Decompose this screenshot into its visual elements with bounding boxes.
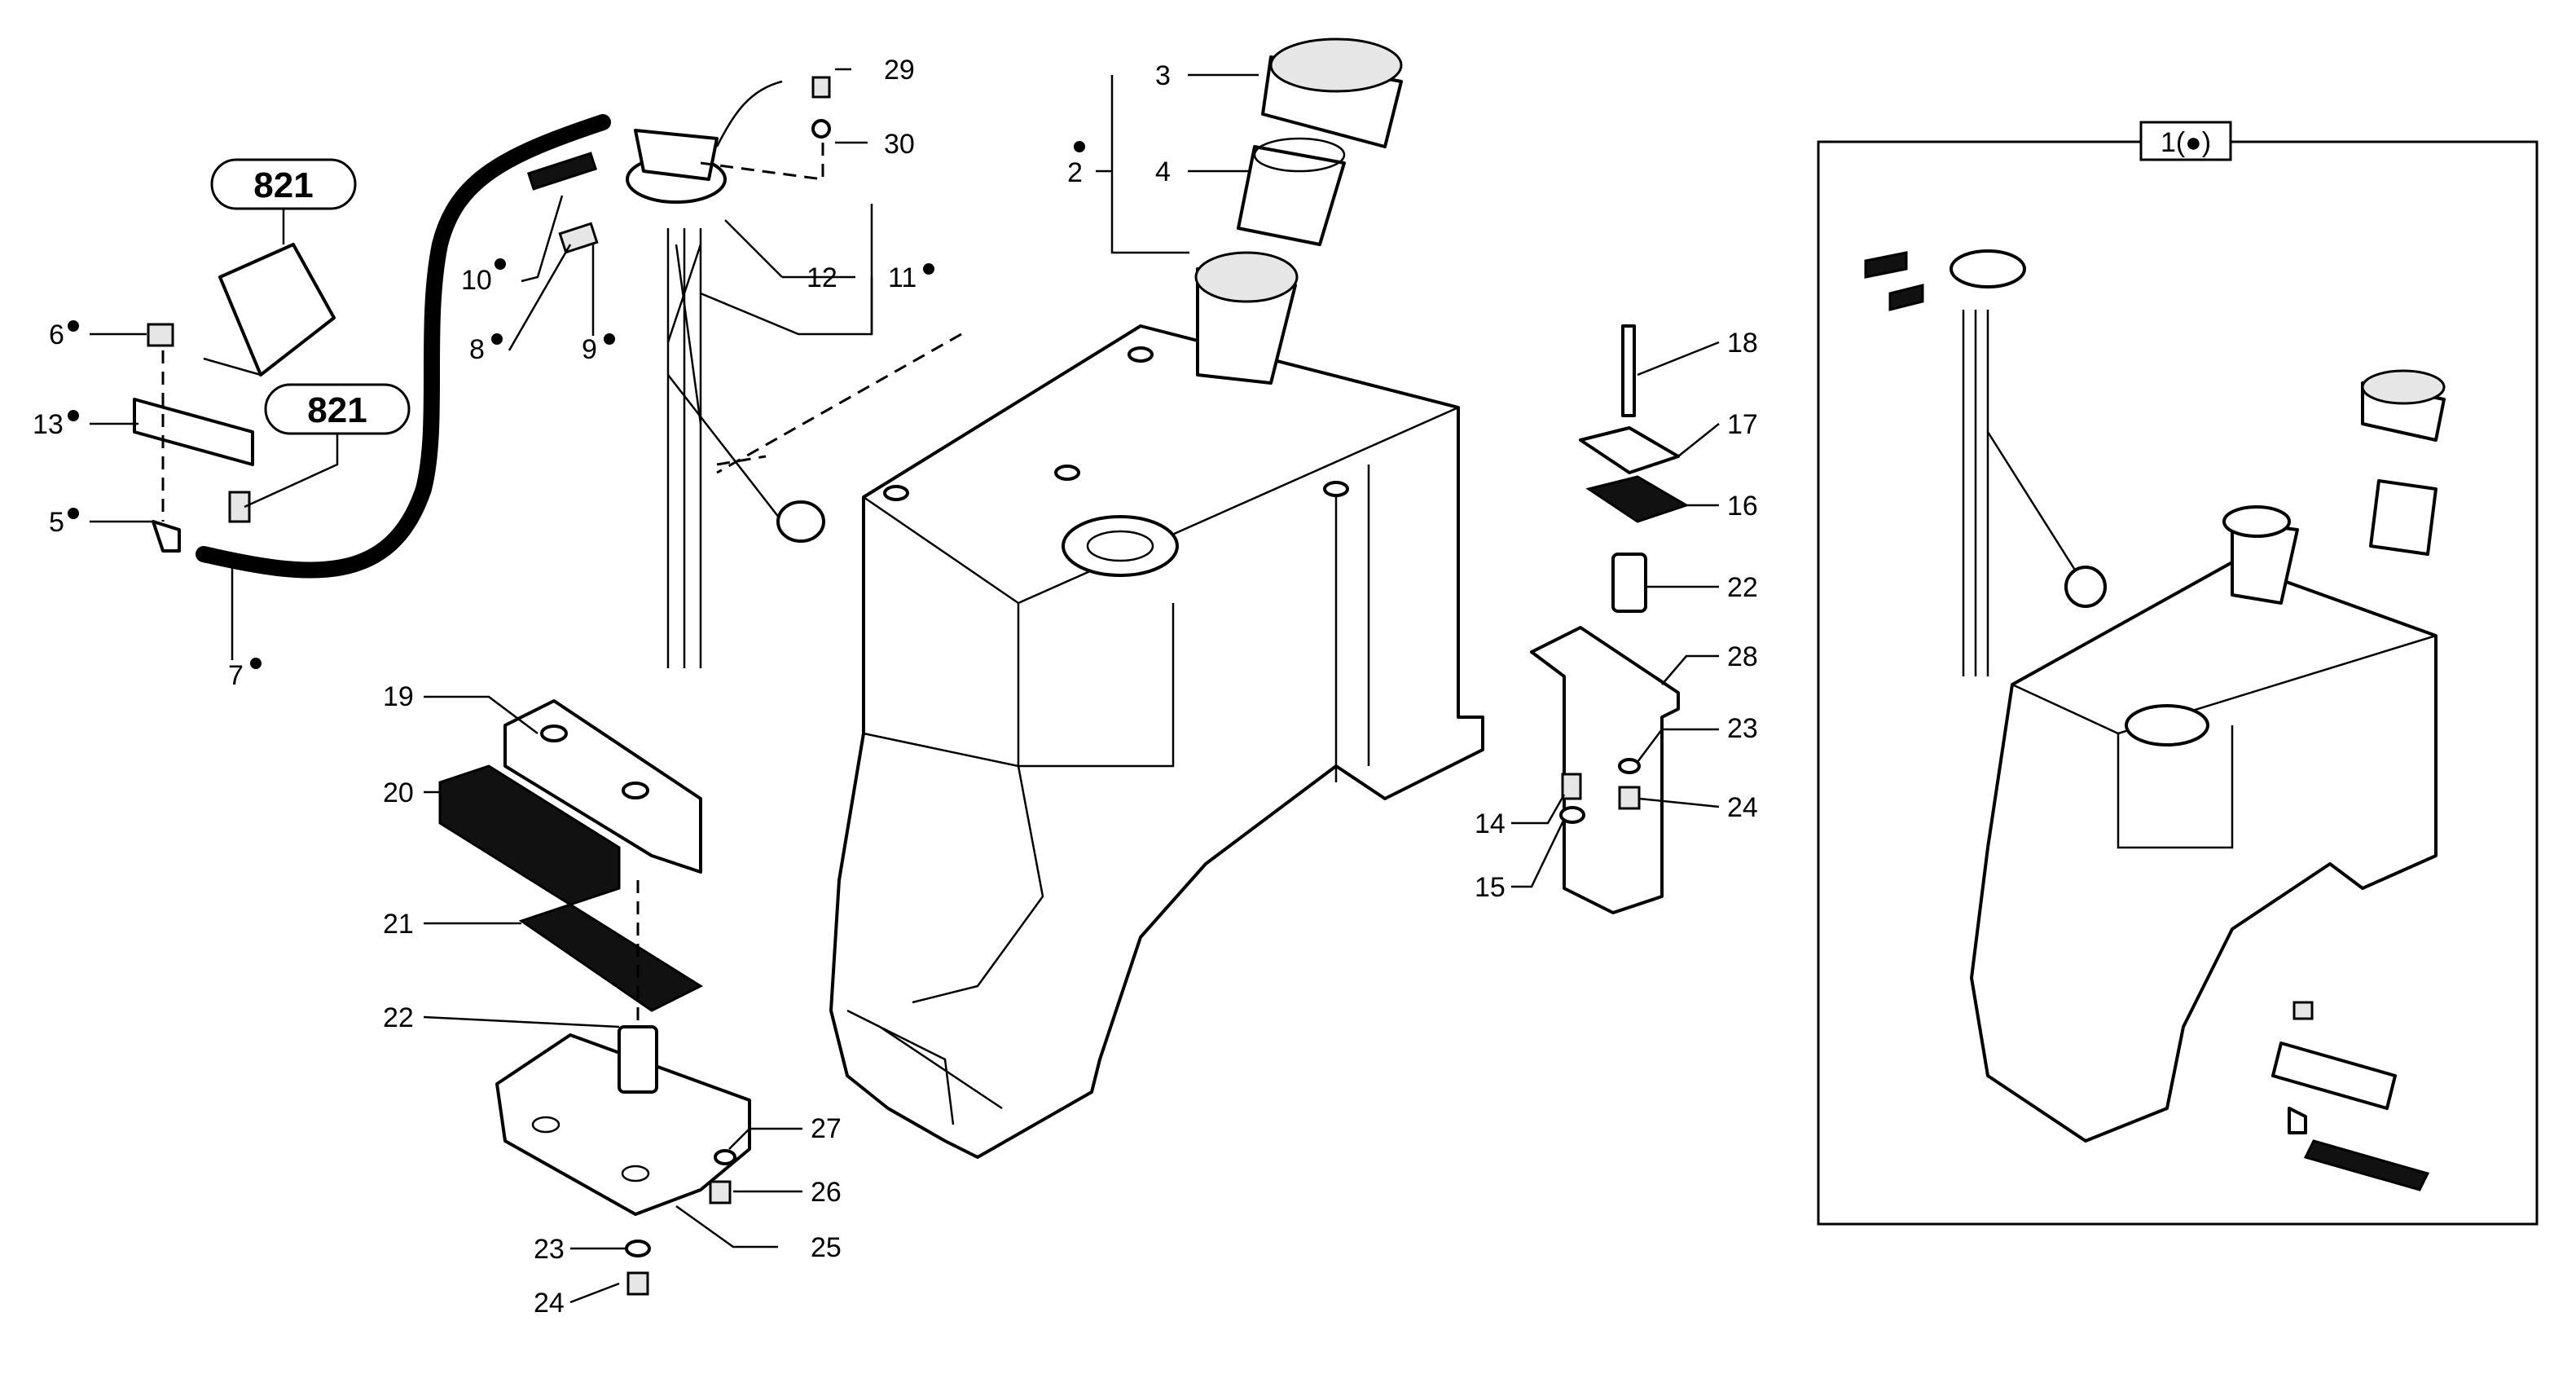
hose-piece-10 bbox=[526, 152, 598, 191]
reference-badge-2: 821 bbox=[264, 383, 411, 435]
rubber-pad-20 bbox=[438, 764, 621, 906]
plate-17 bbox=[1579, 426, 1680, 474]
callout-28: 28 bbox=[1727, 641, 1758, 672]
assembly-inset bbox=[1817, 121, 2539, 1226]
dot-9 bbox=[604, 333, 615, 345]
fuel-level-sender bbox=[626, 80, 825, 668]
callout-20: 20 bbox=[383, 777, 414, 808]
washer-23a bbox=[625, 1240, 651, 1257]
callout-23: 23 bbox=[534, 1234, 565, 1265]
callout-16: 16 bbox=[1727, 491, 1758, 522]
washer-27 bbox=[714, 1149, 736, 1165]
pad-16 bbox=[1585, 475, 1690, 523]
callout-22: 22 bbox=[383, 1002, 414, 1033]
callout-23: 23 bbox=[1727, 713, 1758, 744]
dot-5 bbox=[68, 508, 79, 519]
dot-8 bbox=[491, 333, 503, 345]
reference-badge-1: 821 bbox=[210, 158, 357, 210]
callout-13: 13 bbox=[33, 409, 64, 440]
callout-14: 14 bbox=[1475, 808, 1506, 839]
spacer-22a bbox=[618, 1025, 658, 1094]
callout-8: 8 bbox=[469, 334, 485, 365]
kit-marker-dots bbox=[68, 141, 1085, 669]
dot-10 bbox=[495, 258, 506, 270]
elbow-5 bbox=[152, 520, 181, 553]
callout-11: 11 bbox=[888, 262, 917, 293]
nut-6 bbox=[147, 323, 174, 347]
callout-6: 6 bbox=[49, 319, 64, 350]
callout-30: 30 bbox=[884, 129, 915, 160]
plate-21 bbox=[518, 903, 704, 1012]
callout-10: 10 bbox=[461, 265, 492, 296]
mount-25 bbox=[495, 880, 751, 1216]
fuel-hose bbox=[196, 114, 611, 579]
bolt-14 bbox=[1561, 773, 1582, 800]
callout-4: 4 bbox=[1155, 156, 1171, 187]
badge-text: 821 bbox=[307, 390, 367, 430]
callout-12: 12 bbox=[807, 262, 837, 293]
callout-27: 27 bbox=[811, 1113, 842, 1144]
spacer-22b bbox=[1611, 553, 1647, 613]
nut-26 bbox=[709, 1180, 732, 1204]
callout-3: 3 bbox=[1155, 60, 1171, 91]
callout-24: 24 bbox=[534, 1288, 565, 1319]
callout-22: 22 bbox=[1727, 572, 1758, 603]
leader-lines bbox=[90, 68, 1720, 1304]
fuel-tank bbox=[829, 251, 1484, 1159]
filler-strainer bbox=[1237, 137, 1346, 246]
dot-2 bbox=[1074, 141, 1085, 152]
washer-23b bbox=[1618, 758, 1641, 774]
callout-15: 15 bbox=[1475, 872, 1506, 903]
callout-24: 24 bbox=[1727, 792, 1758, 823]
callout-26: 26 bbox=[811, 1177, 842, 1208]
washer-30 bbox=[811, 119, 831, 139]
dot-6 bbox=[68, 320, 79, 332]
washer-15 bbox=[1559, 806, 1585, 824]
callout-29: 29 bbox=[884, 55, 915, 86]
callout-1: 1(●) bbox=[2161, 127, 2211, 158]
screw-29 bbox=[811, 76, 831, 99]
nut-24a bbox=[626, 1271, 649, 1296]
callout-18: 18 bbox=[1727, 328, 1758, 359]
callout-19: 19 bbox=[383, 681, 414, 712]
callout-2: 2 bbox=[1067, 157, 1083, 188]
filler-cap bbox=[1261, 37, 1403, 148]
dot-11 bbox=[923, 263, 934, 275]
callout-5: 5 bbox=[49, 507, 64, 538]
callout-9: 9 bbox=[582, 334, 597, 365]
bolt-18 bbox=[1621, 324, 1636, 417]
callout-7: 7 bbox=[228, 660, 244, 691]
bracket-assembly-821 bbox=[133, 243, 336, 553]
callout-21: 21 bbox=[383, 909, 414, 940]
support-bracket-19 bbox=[503, 699, 702, 874]
callout-25: 25 bbox=[811, 1232, 842, 1263]
callout-17: 17 bbox=[1727, 409, 1758, 440]
nut-24b bbox=[1618, 786, 1641, 810]
badge-text: 821 bbox=[253, 165, 313, 205]
dot-7 bbox=[250, 658, 262, 669]
dot-13 bbox=[68, 410, 79, 421]
bracket-assembly-right bbox=[1530, 324, 1690, 914]
callout-labels: 1(●) 2 3 4 5 6 7 8 9 10 11 12 13 14 15 1… bbox=[33, 55, 2211, 1319]
bracket-28 bbox=[1530, 626, 1680, 914]
connector-8 bbox=[558, 222, 599, 254]
